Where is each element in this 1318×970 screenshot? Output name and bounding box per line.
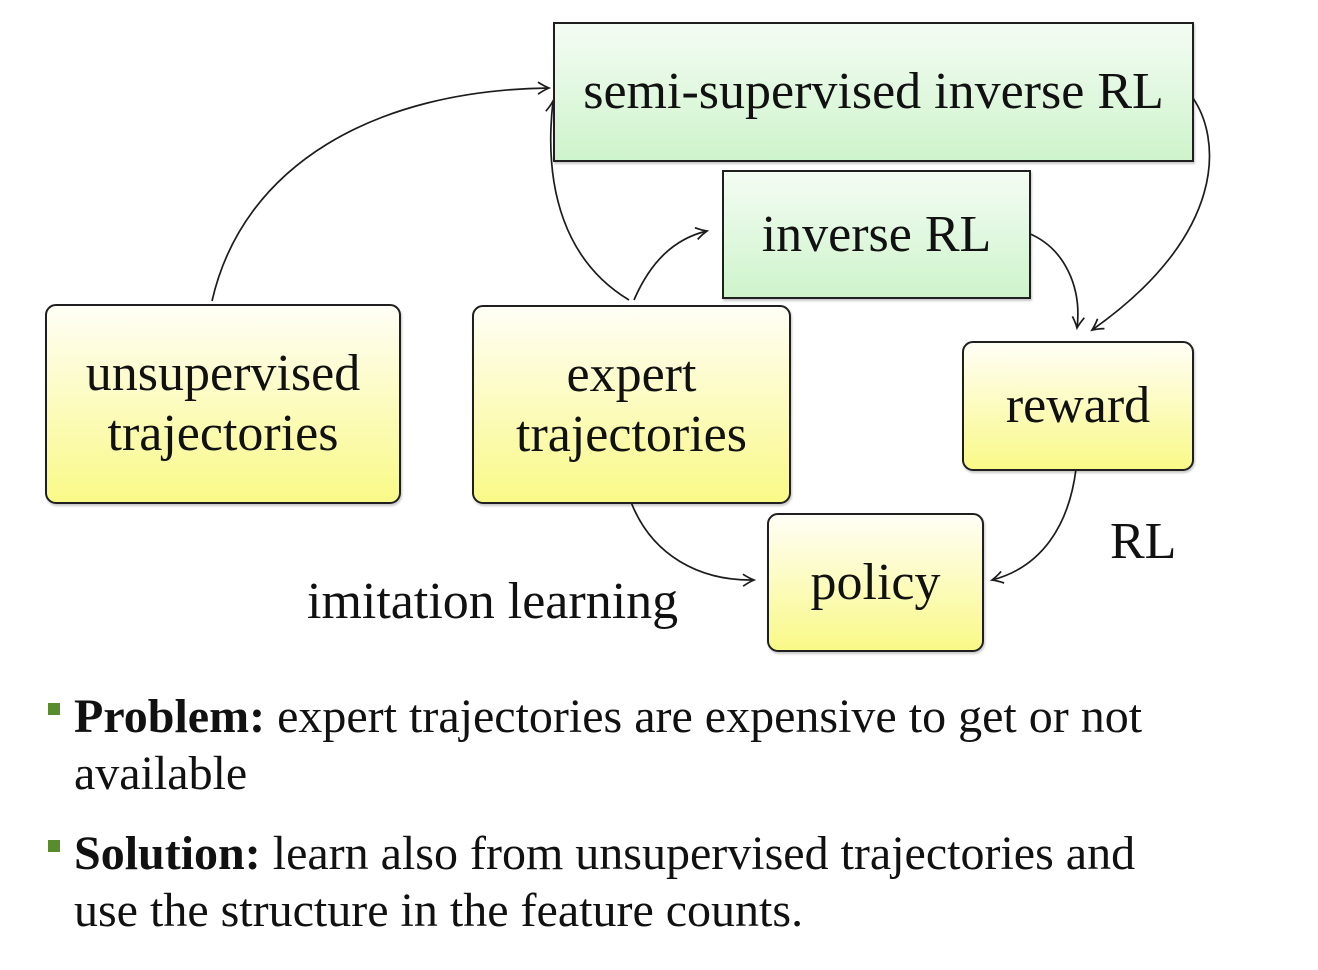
bullet-problem-label: Problem: bbox=[74, 690, 266, 743]
node-label: semi-supervised inverse RL bbox=[583, 63, 1164, 120]
node-label: reward bbox=[1005, 377, 1151, 434]
bullet-solution-label: Solution: bbox=[74, 827, 261, 880]
node-expert-trajectories: expert trajectories bbox=[472, 305, 791, 504]
node-label: inverse RL bbox=[761, 205, 992, 263]
bullet-solution-text: Solution: learn also from unsupervised t… bbox=[74, 827, 1136, 937]
bullet-problem-text: Problem: expert trajectories are expensi… bbox=[74, 690, 1143, 800]
node-inverse-rl: inverse RL bbox=[722, 170, 1031, 299]
bullet-problem: Problem: expert trajectories are expensi… bbox=[0, 688, 1318, 802]
arrows-layer bbox=[211, 81, 1211, 587]
edge-inverse-rl-to-reward bbox=[1027, 232, 1085, 331]
node-label: expert trajectories bbox=[516, 345, 747, 463]
node-label: unsupervised trajectories bbox=[85, 345, 361, 462]
node-label: policy bbox=[810, 553, 941, 611]
edge-expert-to-policy bbox=[630, 501, 757, 587]
bullet-square-icon bbox=[48, 703, 60, 715]
edge-semi-supervised-to-reward bbox=[1090, 93, 1211, 332]
bullet-square-icon bbox=[48, 840, 60, 852]
bullet-list: Problem: expert trajectories are expensi… bbox=[0, 688, 1318, 962]
edge-reward-to-policy bbox=[989, 468, 1077, 584]
node-semi-supervised-inverse-rl: semi-supervised inverse RL bbox=[553, 22, 1194, 162]
diagram: semi-supervised inverse RL inverse RL un… bbox=[45, 22, 1211, 652]
node-policy: policy bbox=[767, 513, 984, 652]
edge-expert-to-inverse-rl bbox=[633, 226, 710, 301]
label-imitation-learning: imitation learning bbox=[307, 573, 679, 630]
edge-expert-to-semi-supervised bbox=[545, 98, 630, 301]
node-unsupervised-trajectories: unsupervised trajectories bbox=[45, 304, 401, 504]
bullet-solution: Solution: learn also from unsupervised t… bbox=[0, 825, 1318, 939]
edge-unsupervised-to-semi-supervised bbox=[211, 81, 552, 302]
node-reward: reward bbox=[962, 341, 1194, 471]
label-rl: RL bbox=[1110, 513, 1177, 570]
